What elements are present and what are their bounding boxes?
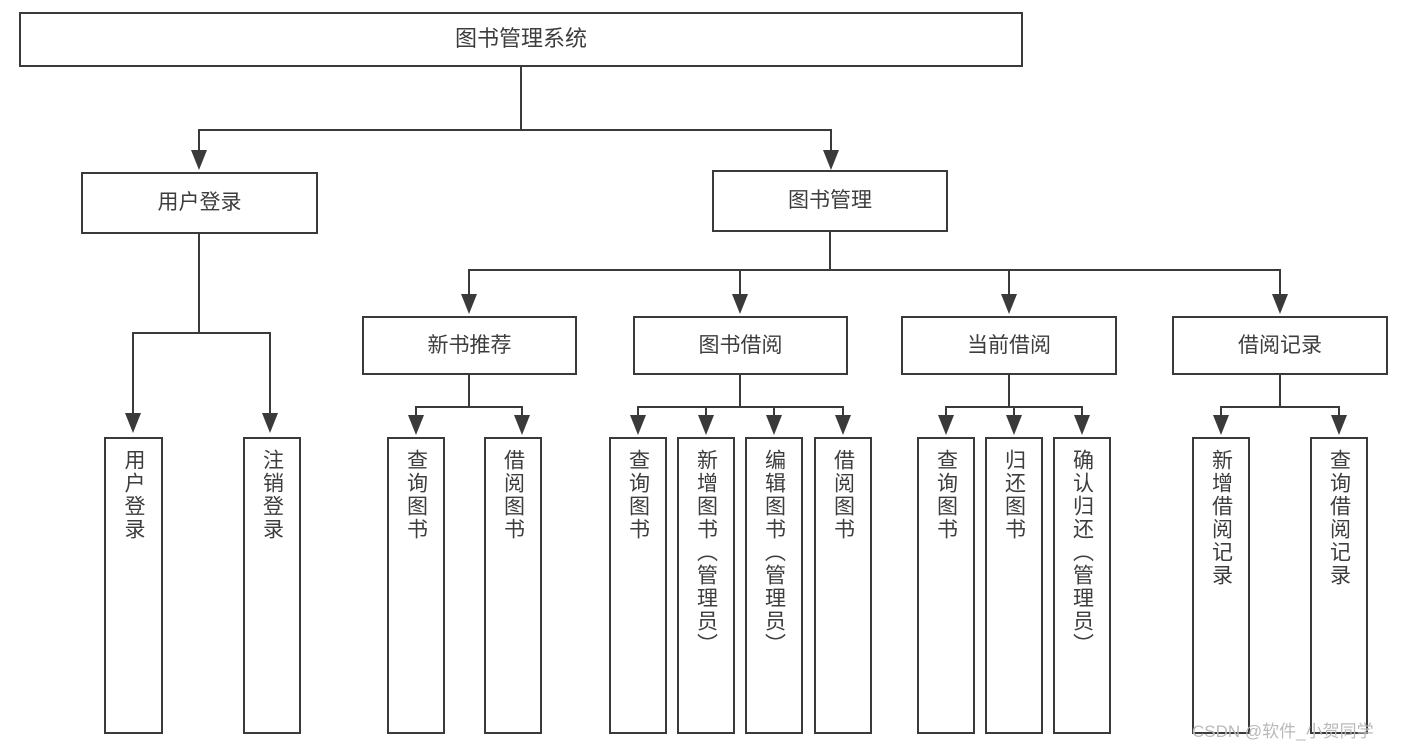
arrowhead-leaf-user-login: [125, 413, 141, 433]
node-borrow-records[interactable]: 借阅记录: [1172, 316, 1388, 375]
node-label: 归还图书: [1002, 449, 1026, 541]
arrowhead-current-borrow: [1001, 294, 1017, 314]
leaf-cb-query-book[interactable]: 查询图书: [917, 437, 975, 734]
node-label: 查询图书: [934, 449, 958, 541]
arrowhead-nb-leaf-2: [514, 415, 530, 435]
node-user-login[interactable]: 用户登录: [81, 172, 318, 234]
leaf-nb-borrow-book[interactable]: 借阅图书: [484, 437, 542, 734]
node-label: 借阅图书: [831, 449, 855, 541]
edge-new-book-leaf-bus: [415, 406, 522, 408]
node-label: 用户登录: [122, 449, 145, 541]
edge-user-login-leaf-bus: [132, 332, 270, 334]
edge-drop-borrow-records: [1279, 269, 1281, 297]
node-label: 借阅图书: [501, 449, 525, 541]
edge-borrow-records-stem: [1279, 375, 1281, 407]
node-current-borrow[interactable]: 当前借阅: [901, 316, 1117, 375]
node-book-management[interactable]: 图书管理: [712, 170, 948, 232]
edge-drop-current-borrow: [1008, 269, 1010, 297]
node-label: 注销登录: [260, 449, 284, 541]
edge-new-book-stem: [468, 375, 470, 407]
arrowhead-borrow-records: [1272, 294, 1288, 314]
node-label: 查询借阅记录: [1327, 449, 1351, 587]
node-label: 新书推荐: [427, 333, 512, 357]
leaf-cb-return-book[interactable]: 归还图书: [985, 437, 1043, 734]
node-label: 图书借阅: [698, 333, 783, 357]
leaf-logout[interactable]: 注销登录: [243, 437, 301, 734]
leaf-bb-query-book[interactable]: 查询图书: [609, 437, 667, 734]
node-label: 图书管理系统: [454, 26, 587, 52]
edge-book-borrow-leaf-bus: [637, 406, 844, 408]
edge-drop-bb-leaf-1: [637, 406, 639, 418]
edge-borrow-records-leaf-bus: [1220, 406, 1339, 408]
node-label: 新增图书（管理员）: [694, 449, 718, 656]
edge-drop-nb-leaf-2: [521, 406, 523, 418]
arrowhead-book-borrow: [732, 294, 748, 314]
leaf-br-add-record[interactable]: 新增借阅记录: [1192, 437, 1250, 734]
edge-root-stem: [520, 67, 522, 130]
edge-drop-cb-leaf-1: [945, 406, 947, 418]
edge-current-borrow-stem: [1008, 375, 1010, 407]
node-label: 编辑图书（管理员）: [762, 449, 786, 656]
arrowhead-br-leaf-2: [1331, 415, 1347, 435]
edge-drop-nb-leaf-1: [415, 406, 417, 418]
arrowhead-leaf-logout: [262, 413, 278, 433]
edge-drop-cb-leaf-3: [1081, 406, 1083, 418]
edge-drop-book-borrow: [739, 269, 741, 297]
arrowhead-cb-leaf-2: [1006, 415, 1022, 435]
node-new-book-recommend[interactable]: 新书推荐: [362, 316, 577, 375]
arrowhead-new-book: [461, 294, 477, 314]
edge-book-management-stem: [829, 232, 831, 270]
edge-drop-leaf-user-login: [132, 332, 134, 416]
arrowhead-bb-leaf-3: [766, 415, 782, 435]
leaf-user-login[interactable]: 用户登录: [104, 437, 163, 734]
leaf-nb-query-book[interactable]: 查询图书: [387, 437, 445, 734]
leaf-bb-edit-book-admin[interactable]: 编辑图书（管理员）: [745, 437, 803, 734]
arrowhead-book-management: [823, 150, 839, 170]
node-label: 借阅记录: [1238, 333, 1322, 357]
edge-drop-leaf-logout: [269, 332, 271, 416]
node-label: 当前借阅: [967, 333, 1051, 357]
leaf-br-query-record[interactable]: 查询借阅记录: [1310, 437, 1368, 734]
node-root-book-management-system[interactable]: 图书管理系统: [19, 12, 1023, 67]
edge-drop-br-leaf-2: [1338, 406, 1340, 418]
edge-user-login-stem: [198, 234, 200, 333]
node-label: 用户登录: [157, 191, 242, 215]
edge-drop-bb-leaf-2: [705, 406, 707, 418]
node-label: 查询图书: [404, 449, 428, 541]
edge-drop-book-management: [830, 129, 832, 153]
leaf-cb-confirm-return-admin[interactable]: 确认归还（管理员）: [1053, 437, 1111, 734]
arrowhead-bb-leaf-1: [630, 415, 646, 435]
arrowhead-user-login: [191, 150, 207, 170]
node-label: 确认归还（管理员）: [1070, 449, 1094, 656]
edge-level2-bus: [198, 129, 832, 131]
arrowhead-cb-leaf-3: [1074, 415, 1090, 435]
arrowhead-bb-leaf-2: [698, 415, 714, 435]
leaf-bb-add-book-admin[interactable]: 新增图书（管理员）: [677, 437, 735, 734]
edge-drop-br-leaf-1: [1220, 406, 1222, 418]
arrowhead-cb-leaf-1: [938, 415, 954, 435]
edge-drop-bb-leaf-3: [773, 406, 775, 418]
node-label: 图书管理: [788, 189, 872, 213]
node-label: 查询图书: [626, 449, 650, 541]
edge-drop-user-login: [198, 129, 200, 153]
edge-level3-bus: [468, 269, 1280, 271]
leaf-bb-borrow-book[interactable]: 借阅图书: [814, 437, 872, 734]
edge-drop-bb-leaf-4: [842, 406, 844, 418]
arrowhead-br-leaf-1: [1213, 415, 1229, 435]
edge-book-borrow-stem: [739, 375, 741, 407]
edge-drop-cb-leaf-2: [1013, 406, 1015, 418]
node-label: 新增借阅记录: [1209, 449, 1233, 587]
arrowhead-bb-leaf-4: [835, 415, 851, 435]
edge-drop-new-book: [468, 269, 470, 297]
arrowhead-nb-leaf-1: [408, 415, 424, 435]
node-book-borrow[interactable]: 图书借阅: [633, 316, 848, 375]
